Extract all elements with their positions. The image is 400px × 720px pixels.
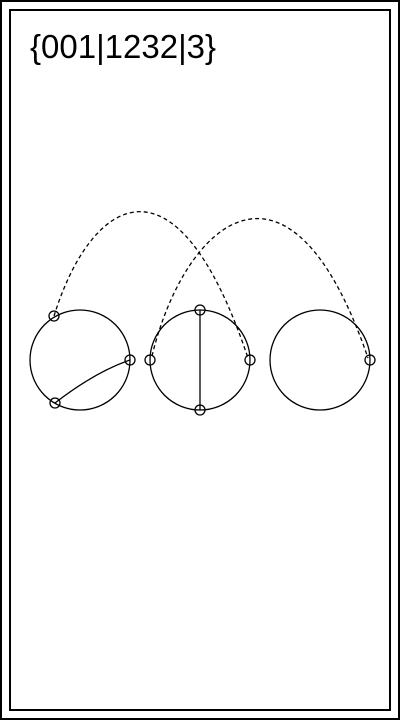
inner-border [9,9,391,711]
node-2c [244,354,256,366]
node-1b [124,354,136,366]
diagram-label: {001|1232|3} [30,28,217,65]
dashed-arc-2 [151,217,369,359]
node-1c [49,397,61,409]
node-2a [194,304,206,316]
circle-3 [269,309,371,411]
node-1a [48,310,60,322]
node-2d [194,404,206,416]
chord-circle-1 [54,359,131,404]
circle-1 [29,309,131,411]
dashed-arc-1 [53,211,249,359]
node-3a [364,354,376,366]
node-2b [144,354,156,366]
